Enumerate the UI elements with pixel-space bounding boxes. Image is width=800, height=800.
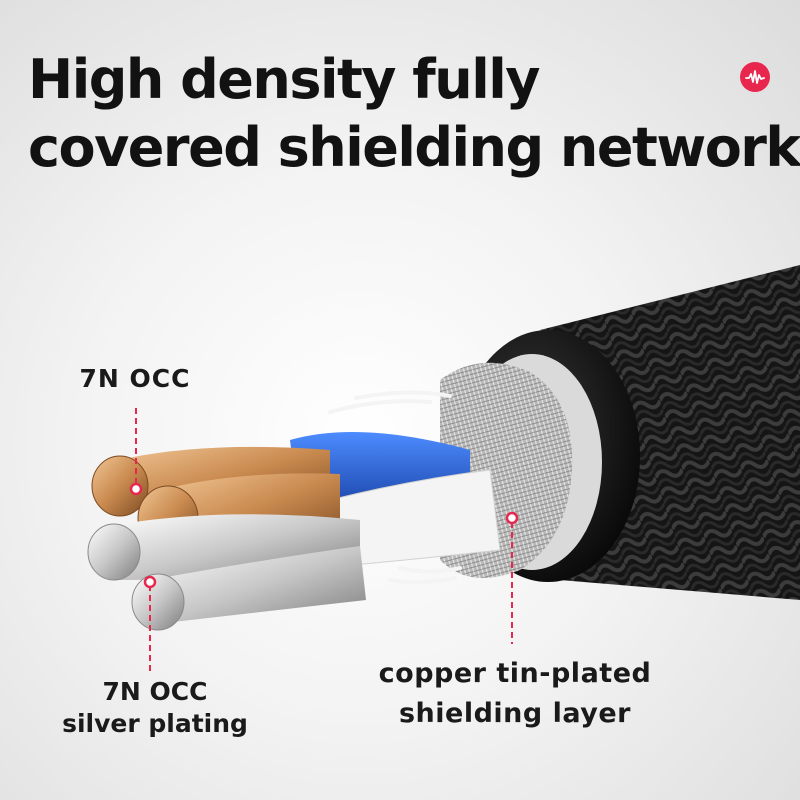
marker-dot-shield bbox=[505, 511, 519, 525]
headline-line-1: High density fully bbox=[28, 48, 540, 111]
callout-shield-line-2: shielding layer bbox=[398, 698, 632, 729]
callout-conductor-label: 7N OCC bbox=[79, 364, 191, 393]
copper-strand-end bbox=[91, 455, 149, 517]
headline: High density fully covered shielding net… bbox=[28, 46, 800, 182]
callout-silver-plating: 7N OCC silver plating bbox=[40, 676, 270, 740]
callout-silver-line-2: silver plating bbox=[62, 709, 248, 738]
callout-conductor: 7N OCC bbox=[60, 364, 210, 393]
headline-line-2: covered shielding network bbox=[28, 116, 800, 179]
silver-strand-end bbox=[131, 573, 185, 631]
silver-strand-end bbox=[87, 523, 141, 581]
waveform-logo-icon bbox=[740, 62, 770, 92]
callout-silver-line-1: 7N OCC bbox=[102, 677, 208, 706]
stray-shield-wires bbox=[328, 390, 462, 585]
callout-shielding-layer: copper tin-plated shielding layer bbox=[340, 654, 690, 734]
callout-shield-line-1: copper tin-plated bbox=[378, 658, 652, 689]
white-insulation bbox=[329, 469, 501, 567]
braided-jacket bbox=[540, 265, 800, 600]
marker-dot-silver bbox=[143, 575, 157, 589]
marker-dot-conductor bbox=[129, 482, 143, 496]
